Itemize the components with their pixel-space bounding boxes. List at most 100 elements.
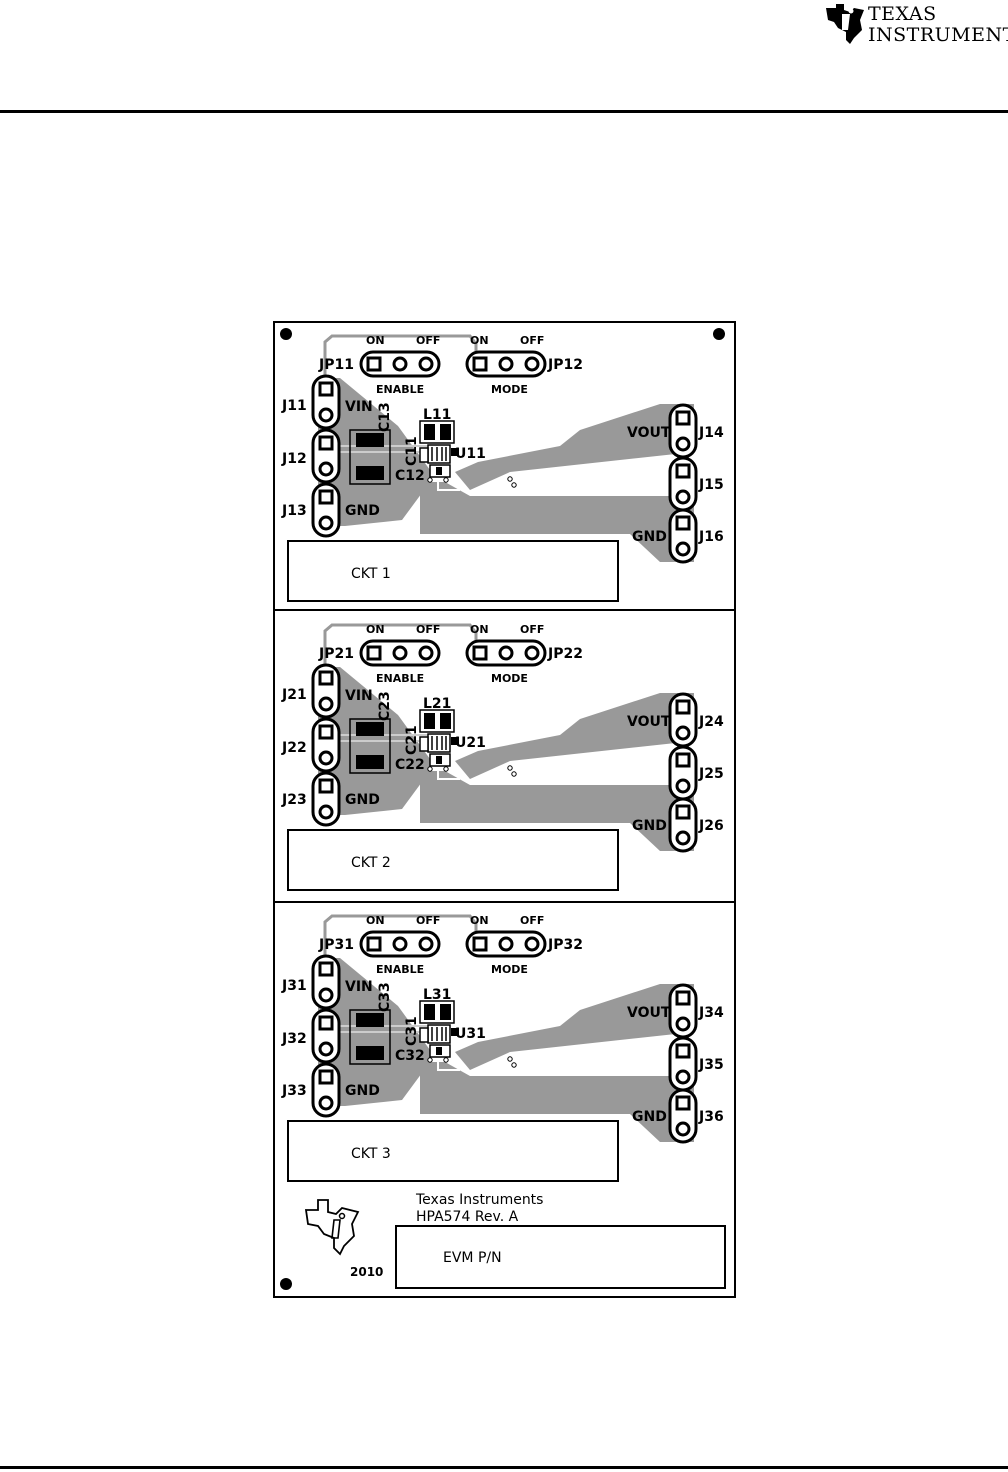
connector-gnd-in <box>311 1062 341 1118</box>
label-on-enable: ON <box>366 334 385 347</box>
connector-vout <box>668 403 698 459</box>
ic-pin1-marker <box>451 1028 459 1036</box>
label-mode: MODE <box>491 672 528 685</box>
jumper-enable-ref: JP21 <box>318 646 354 662</box>
enable-trace <box>323 623 478 667</box>
connector-vin-ref: J21 <box>281 687 307 703</box>
enable-trace <box>323 334 478 378</box>
label-gnd-out: GND <box>632 1109 667 1125</box>
label-off-mode: OFF <box>520 623 544 636</box>
ic-ref: U11 <box>455 446 486 462</box>
capacitor-input-body <box>349 718 391 774</box>
connector-mid-in-ref: J22 <box>281 740 307 756</box>
capacitor-b-ref: C22 <box>395 757 425 773</box>
capacitor-small-b-pad <box>436 756 442 764</box>
label-off-enable: OFF <box>416 623 440 636</box>
connector-gnd-in <box>311 771 341 827</box>
label-gnd-out: GND <box>632 818 667 834</box>
capacitor-b-ref: C32 <box>395 1048 425 1064</box>
connector-gnd-out-ref: J36 <box>698 1109 724 1125</box>
board-footer: Texas Instruments HPA574 Rev. A 2010 EVM… <box>304 1192 726 1289</box>
connector-vout-ref: J14 <box>698 425 724 441</box>
copper-vout-pour <box>455 404 694 490</box>
label-vout: VOUT <box>627 1005 671 1021</box>
label-gnd-in: GND <box>345 792 380 808</box>
connector-gnd-in-ref: J33 <box>281 1083 307 1099</box>
connector-gnd-out <box>668 508 698 564</box>
ic-pins <box>431 447 447 461</box>
copper-vout-pour <box>455 984 694 1070</box>
connector-vin <box>311 954 341 1010</box>
header-rule <box>0 110 1008 113</box>
connector-mid-out <box>668 456 698 512</box>
label-on-mode: ON <box>470 334 489 347</box>
via <box>427 766 433 772</box>
label-enable: ENABLE <box>376 383 424 396</box>
inductor-pad-right <box>440 424 451 440</box>
label-vin: VIN <box>345 688 373 704</box>
jumper-enable <box>359 639 441 667</box>
circuit-label-box <box>287 829 619 891</box>
circuit-label-box <box>287 540 619 602</box>
input-trace <box>340 1025 430 1033</box>
label-on-mode: ON <box>470 914 489 927</box>
capacitor-small-a <box>419 1027 429 1043</box>
company-line2: Instruments <box>868 24 1008 46</box>
label-gnd-in: GND <box>345 1083 380 1099</box>
label-mode: MODE <box>491 383 528 396</box>
input-trace <box>340 445 430 453</box>
connector-mid-out <box>668 1036 698 1092</box>
via <box>427 1057 433 1063</box>
label-vin: VIN <box>345 979 373 995</box>
circuit-label: CKT 1 <box>351 566 391 582</box>
capacitor-input-pad-top <box>356 722 384 736</box>
via <box>427 477 433 483</box>
input-trace <box>340 734 430 742</box>
label-off-mode: OFF <box>520 334 544 347</box>
ic-pin1-marker <box>451 448 459 456</box>
connector-vout-ref: J34 <box>698 1005 724 1021</box>
inductor-pad-right <box>440 713 451 729</box>
connector-mid-out-ref: J15 <box>698 477 724 493</box>
label-on-mode: ON <box>470 623 489 636</box>
connector-vout-ref: J24 <box>698 714 724 730</box>
jumper-enable <box>359 350 441 378</box>
inductor-pad-right <box>440 1004 451 1020</box>
jumper-mode <box>465 350 547 378</box>
copper-gnd-pour <box>420 771 694 851</box>
company-wordmark: Texas Instruments <box>868 4 1008 46</box>
ic-pins <box>431 1027 447 1041</box>
enable-trace <box>323 914 478 958</box>
connector-mid-in <box>311 717 341 773</box>
label-vout: VOUT <box>627 714 671 730</box>
connector-mid-in <box>311 1008 341 1064</box>
label-on-enable: ON <box>366 914 385 927</box>
company-line1: Texas <box>868 3 937 25</box>
footer-year: 2010 <box>350 1265 383 1279</box>
copper-vout-pour <box>455 693 694 779</box>
connector-gnd-in-ref: J23 <box>281 792 307 808</box>
label-vout: VOUT <box>627 425 671 441</box>
via <box>507 765 513 771</box>
connector-gnd-out-ref: J16 <box>698 529 724 545</box>
label-enable: ENABLE <box>376 672 424 685</box>
circuit-label: CKT 2 <box>351 855 391 871</box>
connector-gnd-in-ref: J13 <box>281 503 307 519</box>
via <box>443 766 449 772</box>
via <box>507 476 513 482</box>
connector-gnd-out-ref: J26 <box>698 818 724 834</box>
via <box>511 482 517 488</box>
inductor-pad-left <box>424 713 435 729</box>
connector-mid-in-ref: J12 <box>281 451 307 467</box>
label-mode: MODE <box>491 963 528 976</box>
capacitor-small-a <box>419 447 429 463</box>
via <box>443 1057 449 1063</box>
capacitor-small-b-pad <box>436 467 442 475</box>
ic-pins <box>431 736 447 750</box>
connector-vin-ref: J31 <box>281 978 307 994</box>
footer-rule <box>0 1466 1008 1469</box>
mounting-hole-tr <box>713 328 725 340</box>
mounting-hole-tl <box>280 328 292 340</box>
circuit-label-box <box>287 1120 619 1182</box>
